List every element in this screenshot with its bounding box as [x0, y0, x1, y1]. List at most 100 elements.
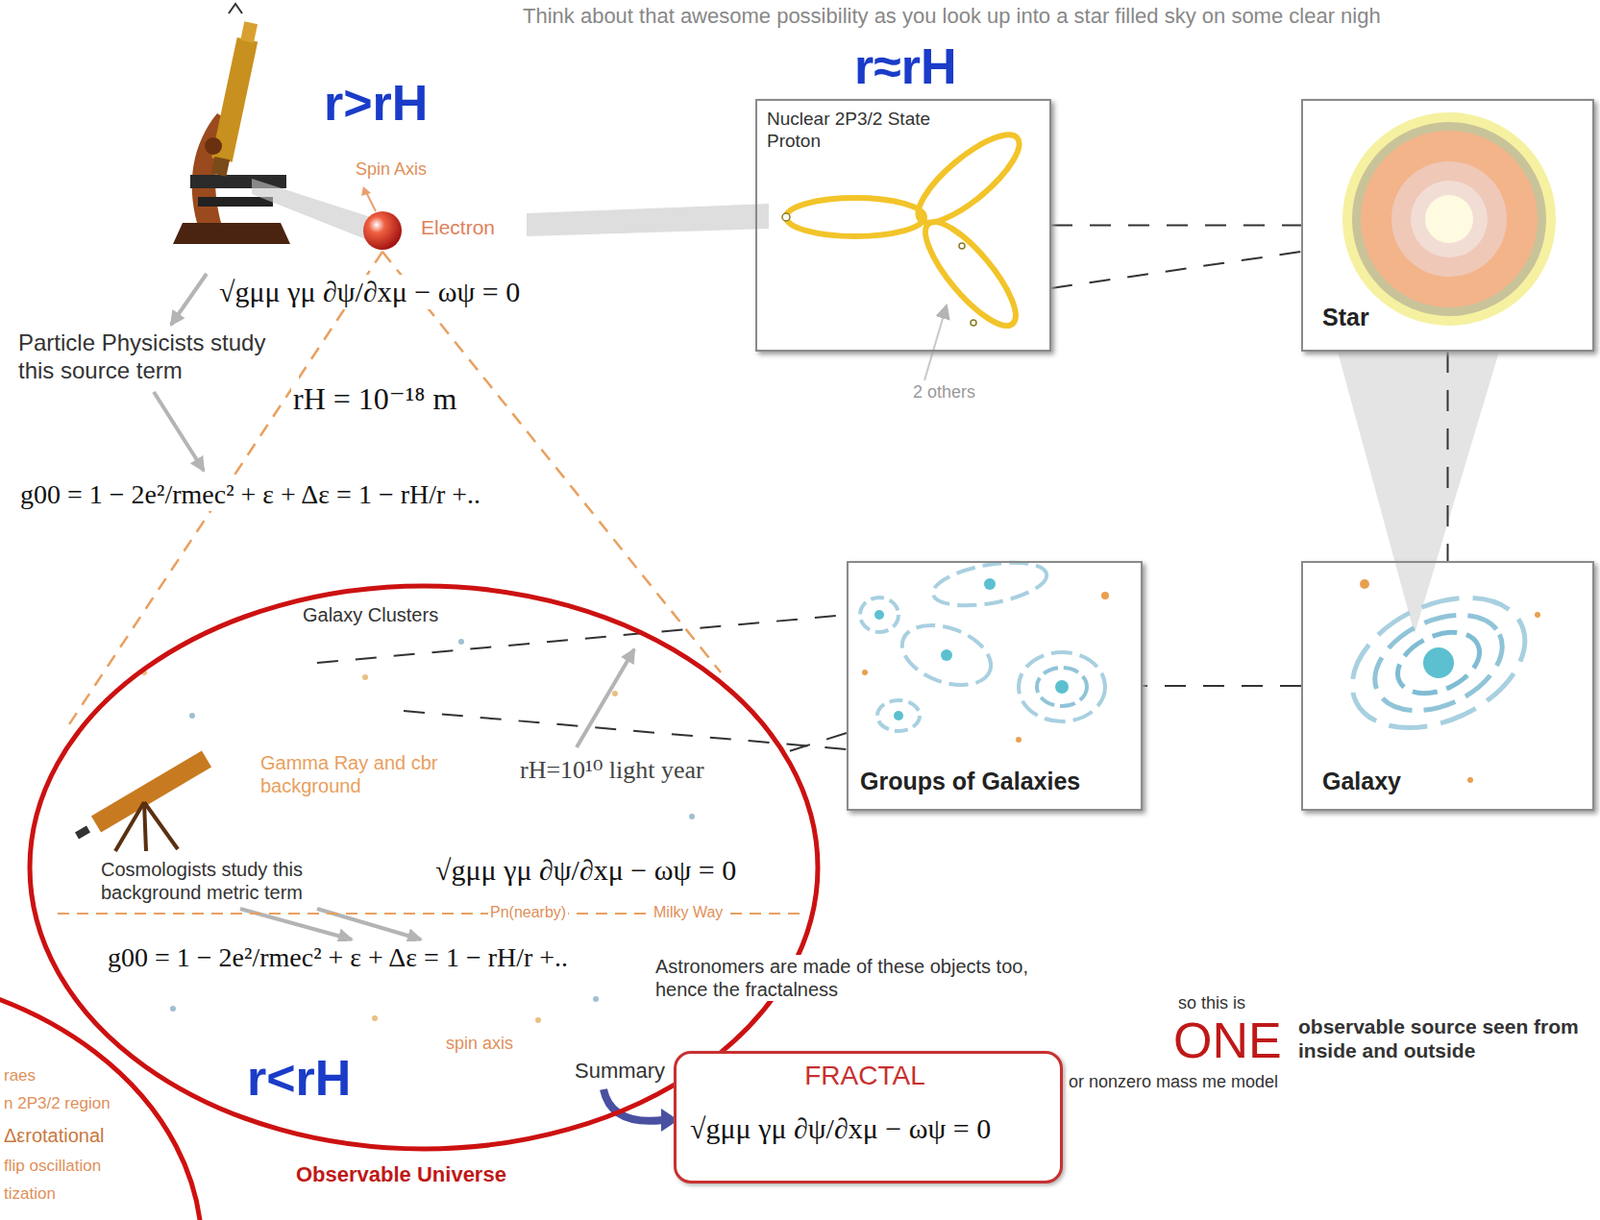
axis-label: spin axis: [443, 1033, 516, 1056]
node-text: Observable Universe: [295, 1162, 507, 1188]
scale-label: r>rH: [321, 73, 430, 133]
cut-text: tization: [1, 1184, 58, 1205]
star-ring: [1410, 180, 1488, 258]
view-beam: [251, 178, 377, 243]
orbit-dot: [782, 213, 790, 222]
orbit-loop: [906, 122, 1031, 237]
star-dot: [861, 669, 868, 676]
spin-arrow: [366, 192, 376, 212]
zoom-connector: [1051, 224, 1302, 227]
view-beam: [526, 203, 769, 237]
microscope-eyepiece: [240, 21, 258, 43]
orbit-loop: [786, 197, 925, 237]
axis-label: Spin Axis: [353, 159, 429, 181]
cut-text: n 2P3/2 region: [1, 1094, 113, 1114]
radius-value: rH=10¹⁰ light year: [517, 755, 707, 786]
pointer-arrow: [924, 305, 947, 381]
box-fills: [755, 98, 1595, 812]
zoom-funnel: [1337, 351, 1500, 635]
star-dot: [1015, 737, 1022, 743]
telescope: [76, 759, 207, 852]
spiral-arm: [1387, 620, 1489, 707]
sky-dot: [535, 1017, 542, 1024]
note: or nonzero mass me model: [1066, 1072, 1280, 1094]
tripod-leg: [144, 802, 147, 852]
sky-dot: [371, 1015, 378, 1022]
small-galaxy: [929, 555, 1050, 614]
sky-dot: [189, 713, 196, 719]
galaxy-box: Galaxy: [1301, 561, 1595, 812]
region-label: Gamma Ray and cbr background: [258, 751, 441, 798]
region-label: Milky Way: [651, 903, 725, 922]
zoom-line: [1051, 251, 1302, 289]
orbit-loop: [911, 210, 1029, 338]
proton-orbits: [782, 122, 1032, 339]
sky-dot: [612, 690, 618, 697]
small-galaxy: [893, 614, 999, 696]
region-label: Pn(nearby): [488, 903, 568, 922]
pointer-arrow: [576, 649, 635, 748]
metric-equation: g00 = 1 − 2e²/rmec² + ε + Δε = 1 − rH/r …: [18, 478, 483, 512]
box-fill: [755, 98, 1052, 352]
node-text: Galaxy: [1322, 766, 1402, 796]
telescope-eyepiece: [76, 829, 89, 837]
microscope-objective: [211, 156, 230, 177]
cut-text: raes: [1, 1066, 38, 1086]
tripod-leg: [115, 802, 145, 852]
sky-dot: [592, 996, 599, 1003]
node-text: Star: [1322, 302, 1370, 332]
spiral-arm: [1359, 596, 1518, 731]
zoom-connector: [1447, 351, 1450, 562]
orbit-dot: [959, 243, 965, 249]
galaxy-spiral: [1331, 571, 1547, 754]
note: Particle Physicists study this source te…: [16, 329, 299, 386]
box-fill: [1301, 561, 1595, 812]
header-note: Think about that awesome possibility as …: [520, 3, 1383, 29]
galaxy-core: [893, 711, 904, 721]
microscope-base: [172, 222, 291, 245]
pointer-arrow: [171, 273, 207, 325]
microscope-knob: [204, 137, 222, 155]
small-galaxy: [1018, 652, 1106, 722]
star-core: [1425, 195, 1474, 244]
box-fill: [1301, 98, 1595, 352]
cut-text: Δεrotational: [1, 1124, 107, 1148]
equation: √gμμ γμ ∂ψ/∂xμ − ωψ = 0: [433, 853, 739, 888]
star-dot: [1359, 579, 1370, 590]
state-box: Nuclear 2P3/2 State Proton: [755, 98, 1052, 352]
particle-label: Electron: [418, 215, 497, 240]
star-disc: [1342, 112, 1556, 326]
neighbour-region: [0, 970, 202, 1220]
sky-dot: [170, 1006, 176, 1012]
small-galaxy: [860, 597, 899, 633]
electron-sphere: [363, 211, 402, 250]
spiral-arm: [1331, 571, 1547, 754]
star-box: Star: [1301, 98, 1595, 352]
summary-box: FRACTAL√gμμ γμ ∂ψ/∂xμ − ωψ = 0: [673, 1051, 1063, 1184]
scale-label: r≈rH: [852, 36, 960, 97]
radius-value: rH = 10⁻¹⁸ m: [291, 380, 459, 418]
galaxy-core: [874, 610, 885, 620]
small-galaxy: [1036, 667, 1087, 707]
callout: 2 others: [910, 382, 978, 404]
star-ring: [1342, 112, 1556, 326]
note: Cosmologists study this background metri…: [59, 858, 345, 905]
star-ring: [1352, 122, 1547, 317]
equation: √gμμ γμ ∂ψ/∂xμ − ωψ = 0: [217, 274, 522, 310]
microscope-stage: [197, 196, 273, 207]
galaxy-drawing: [1331, 571, 1547, 784]
pointer-arrow: [153, 392, 204, 471]
zoom-connector: [784, 733, 847, 754]
star-dot: [1101, 591, 1109, 600]
galaxy-core: [940, 649, 953, 662]
star-ring: [1391, 161, 1507, 277]
note: Astronomers are made of these objects to…: [653, 955, 1061, 1002]
sky-dot: [362, 674, 369, 681]
tripod-leg: [144, 802, 178, 850]
spin-arrowhead: [361, 186, 371, 197]
microscope: [172, 3, 291, 245]
sky-dot: [458, 639, 465, 645]
node-text: Groups of Galaxies: [860, 766, 1081, 796]
star-ring: [1360, 130, 1538, 308]
scale-label: r<rH: [245, 1048, 353, 1108]
